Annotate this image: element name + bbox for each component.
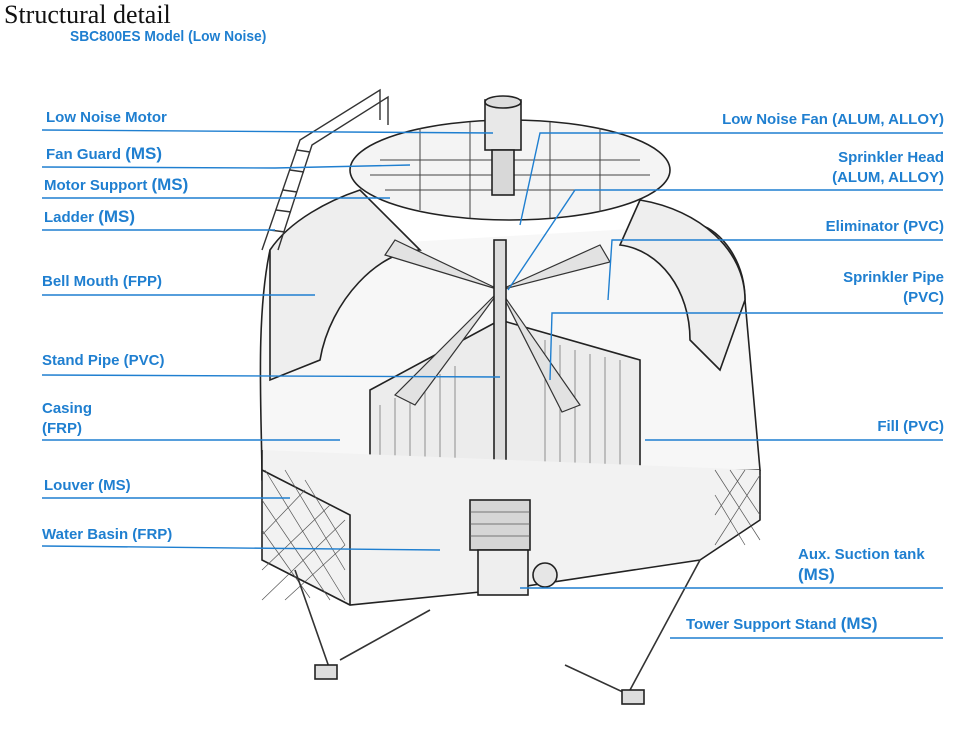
label-ladder: Ladder (MS)	[44, 207, 135, 228]
label-sprinkler-head: Sprinkler Head (ALUM, ALLOY)	[832, 148, 944, 188]
label-sprinkler-pipe: Sprinkler Pipe (PVC)	[843, 268, 944, 308]
label-text: Water Basin (FRP)	[42, 526, 173, 543]
label-aux-suction-tank: Aux. Suction tank (MS)	[798, 545, 925, 585]
label-line2: (PVC)	[903, 289, 944, 306]
leader-lines	[41, 129, 943, 639]
label-text: Motor Support	[44, 177, 148, 194]
label-water-basin: Water Basin (FRP)	[42, 525, 172, 545]
leader-eliminator	[607, 239, 943, 301]
label-tower-support-stand: Tower Support Stand (MS)	[686, 614, 878, 635]
label-fan-guard: Fan Guard (MS)	[46, 144, 162, 165]
label-eliminator: Eliminator (PVC)	[826, 217, 944, 237]
leader-fan-guard	[41, 164, 411, 169]
label-text: Low Noise Motor	[46, 109, 167, 126]
label-fill: Fill (PVC)	[877, 417, 944, 437]
label-louver: Louver (MS)	[44, 476, 131, 496]
label-text: Eliminator (PVC)	[825, 218, 944, 235]
label-line2: (ALUM, ALLOY)	[832, 169, 944, 186]
tower-illustration	[259, 88, 761, 705]
label-bell-mouth: Bell Mouth (FPP)	[42, 272, 162, 292]
label-stand-pipe: Stand Pipe (PVC)	[42, 351, 165, 371]
leader-sprinkler-pipe	[549, 312, 943, 381]
leader-low-noise-fan	[519, 132, 943, 226]
label-low-noise-fan: Low Noise Fan (ALUM, ALLOY)	[722, 110, 944, 130]
label-line2: (FRP)	[42, 420, 82, 437]
leader-water-basin	[41, 545, 441, 551]
label-line2: (MS)	[798, 565, 835, 584]
label-text: Fill (PVC)	[877, 418, 944, 435]
label-line1: Aux. Suction tank	[798, 546, 925, 563]
label-suffix: (MS)	[98, 207, 136, 226]
label-text: Louver (MS)	[44, 477, 131, 494]
label-text: Ladder	[44, 209, 95, 226]
label-text: Stand Pipe (PVC)	[42, 352, 165, 369]
leader-stand-pipe	[41, 374, 501, 378]
label-text: Tower Support Stand	[686, 616, 837, 633]
label-low-noise-motor: Low Noise Motor	[46, 108, 167, 128]
label-text: Bell Mouth (FPP)	[42, 273, 162, 290]
label-line1: Sprinkler Head	[838, 149, 944, 166]
label-casing: Casing (FRP)	[42, 399, 92, 439]
label-suffix: (MS)	[151, 175, 189, 194]
label-motor-support: Motor Support (MS)	[44, 175, 188, 196]
page-subtitle: SBC800ES Model (Low Noise)	[70, 28, 267, 45]
leader-sprinkler-head	[507, 189, 943, 291]
label-line1: Sprinkler Pipe	[843, 269, 944, 286]
leader-low-noise-motor	[41, 129, 494, 134]
page-title: Structural detail	[4, 0, 171, 29]
label-suffix: (MS)	[840, 614, 878, 633]
label-text: Low Noise Fan (ALUM, ALLOY)	[722, 111, 944, 128]
label-text: Fan Guard	[46, 146, 122, 163]
label-line1: Casing	[42, 400, 93, 417]
label-suffix: (MS)	[125, 144, 163, 163]
